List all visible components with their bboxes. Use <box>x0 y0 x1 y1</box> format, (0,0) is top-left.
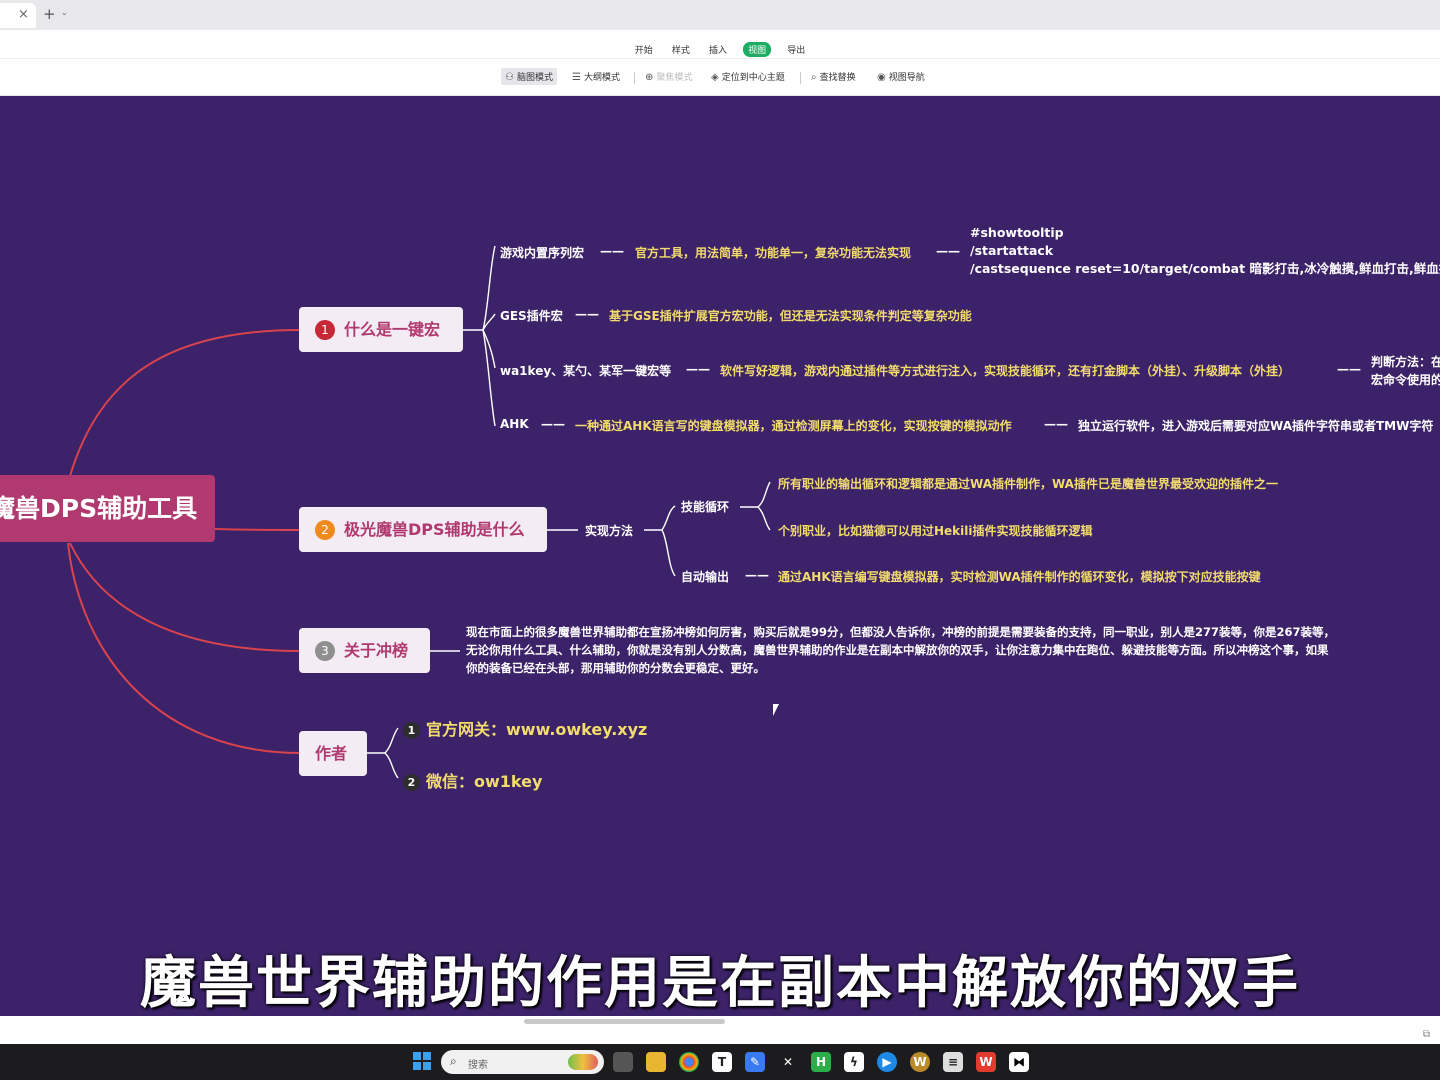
feishu-icon[interactable]: ✎ <box>745 1052 765 1072</box>
typora-icon[interactable]: T <box>712 1052 732 1072</box>
connector-dash: —— <box>1044 417 1068 431</box>
branch-wa1key[interactable]: wa1key、某勺、某军一键宏等 <box>500 364 672 378</box>
view-toolbar: ⚇脑图模式 ☰大纲模式 ⊕聚焦模式 ◈定位到中心主题 ⌕查找替换 ◉视图导航 <box>0 59 1440 96</box>
wa1key-desc[interactable]: 软件写好逻辑，游戏内通过插件等方式进行注入，实现技能循环，还有打金脚本（外挂）、… <box>720 364 1291 378</box>
connector-lines <box>67 245 771 779</box>
capcut-icon[interactable]: ⧓ <box>1009 1052 1029 1072</box>
eye-icon: ◉ <box>877 72 886 83</box>
connector-dash: —— <box>686 362 710 376</box>
toolbar-divider <box>800 72 801 84</box>
menu-start[interactable]: 开始 <box>634 46 653 56</box>
gse-macro-desc[interactable]: 基于GSE插件扩展官方宏功能，但还是无法实现条件判定等复杂功能 <box>609 309 972 323</box>
bilibili-icon[interactable]: ▶ <box>877 1052 897 1072</box>
menu-insert[interactable]: 插入 <box>708 46 727 56</box>
skill-cycle-note-wa[interactable]: 所有职业的输出循环和逻辑都是通过WA插件制作，WA插件已是魔兽世界最受欢迎的插件… <box>778 477 1278 491</box>
bottom-status-bar: ⧉ <box>0 1016 1440 1044</box>
auto-output-note[interactable]: 通过AHK语言编写键盘模拟器，实时检测WA插件制作的循环变化，模拟按下对应技能按… <box>778 570 1261 584</box>
topic-number-badge: 1 <box>315 319 335 340</box>
judge-method-line2[interactable]: 宏命令使用的 <box>1371 373 1440 387</box>
root-to-author-line <box>67 542 301 754</box>
taskbar-search-box[interactable]: ⌕ 搜索 <box>441 1050 604 1074</box>
wps-icon[interactable]: W <box>976 1052 996 1072</box>
branch-gse-macro[interactable]: GES插件宏 <box>500 309 563 323</box>
active-tab[interactable]: × <box>0 3 36 28</box>
chrome-icon[interactable] <box>679 1052 699 1072</box>
menu-bar: 开始 样式 插入 视图 导出 <box>0 30 1440 59</box>
search-icon: ⌕ <box>811 72 817 83</box>
search-icon: ⌕ <box>450 1054 457 1068</box>
task-view-icon[interactable] <box>613 1052 633 1072</box>
find-replace-button[interactable]: ⌕查找替换 <box>811 72 856 83</box>
connector-dash: —— <box>745 568 769 582</box>
connector-dash: —— <box>575 307 599 321</box>
branch-ahk[interactable]: AHK <box>500 417 529 431</box>
toolbar-divider <box>634 72 635 84</box>
xmind-icon[interactable]: ✕ <box>782 1055 794 1069</box>
topic-number-badge: 2 <box>315 519 335 540</box>
menu-view[interactable]: 视图 <box>743 42 772 57</box>
macro-code-block[interactable]: #showtooltip /startattack /castsequence … <box>970 225 1440 276</box>
app-icon[interactable]: ϟ <box>844 1052 864 1072</box>
windows-start-icon[interactable] <box>412 1052 432 1072</box>
central-topic[interactable]: 魔兽DPS辅助工具 <box>0 475 215 542</box>
judge-method-line1[interactable]: 判断方法：在 <box>1371 355 1440 369</box>
chevron-down-icon[interactable]: ⌄ <box>61 8 68 17</box>
root-to-topic3-line <box>69 542 301 652</box>
search-highlight-icon <box>568 1054 598 1070</box>
root-to-topic2-line <box>214 528 301 531</box>
media-icon[interactable]: ≡ <box>943 1052 963 1072</box>
item-number-badge: 2 <box>403 774 420 791</box>
view-navigation-button[interactable]: ◉视图导航 <box>877 72 925 83</box>
connector-dash: —— <box>936 244 960 258</box>
mouse-cursor-icon <box>773 704 779 716</box>
skill-cycle-note-hekili[interactable]: 个别职业，比如猫德可以用过Hekili插件实现技能循环逻辑 <box>778 524 1093 538</box>
new-tab-icon[interactable]: + <box>43 5 56 23</box>
file-explorer-icon[interactable] <box>646 1052 666 1072</box>
focus-mode-button[interactable]: ⊕聚焦模式 <box>645 72 693 83</box>
locate-icon: ◈ <box>711 72 719 83</box>
menu-export[interactable]: 导出 <box>787 46 806 56</box>
horizontal-scrollbar[interactable] <box>524 1019 725 1024</box>
branch-builtin-macro[interactable]: 游戏内置序列宏 <box>500 246 585 260</box>
close-tab-icon[interactable]: × <box>18 7 29 22</box>
menu-style[interactable]: 样式 <box>671 46 690 56</box>
topic-number-badge: 3 <box>315 640 335 661</box>
windows-taskbar: ⌕ 搜索 T ✎ ✕ H ϟ ▶ W ≡ W ⧓ <box>0 1044 1440 1080</box>
connector-dash: —— <box>541 417 565 431</box>
mindmap-mode-button[interactable]: ⚇脑图模式 <box>501 68 557 85</box>
ahk-desc[interactable]: 一种通过AHK语言写的键盘模拟器，通过检测屏幕上的变化，实现按键的模拟动作 <box>575 419 1012 433</box>
item-number-badge: 1 <box>403 722 420 739</box>
resize-icon[interactable]: ⧉ <box>1422 1029 1430 1040</box>
topic-author[interactable]: 作者 <box>299 731 367 776</box>
outline-mode-button[interactable]: ☰大纲模式 <box>572 72 620 83</box>
connector-dash: —— <box>1337 362 1361 376</box>
browser-tab-bar: × + ⌄ <box>0 0 1440 30</box>
video-subtitle: 魔兽世界辅助的作用是在副本中解放你的双手 <box>140 951 1300 1016</box>
builtin-macro-desc[interactable]: 官方工具，用法简单，功能单一，复杂功能无法实现 <box>635 246 912 260</box>
root-to-topic1-line <box>69 329 301 477</box>
branch-auto-output[interactable]: 自动输出 <box>681 570 730 584</box>
connector-dash: —— <box>600 244 624 258</box>
focus-icon: ⊕ <box>645 72 654 83</box>
ahk-standalone-note[interactable]: 独立运行软件，进入游戏后需要对应WA插件字符串或者TMW字符 <box>1078 419 1434 433</box>
mindmap-icon: ⚇ <box>505 72 514 83</box>
list-icon: ☰ <box>572 72 581 83</box>
wow-icon[interactable]: W <box>910 1052 930 1072</box>
branch-method[interactable]: 实现方法 <box>585 524 634 538</box>
locate-center-button[interactable]: ◈定位到中心主题 <box>711 72 785 83</box>
ranking-paragraph[interactable]: 现在市面上的很多魔兽世界辅助都在宣扬冲榜如何厉害，购买后就是99分，但都没人告诉… <box>466 625 1336 675</box>
hbuilder-icon[interactable]: H <box>811 1052 831 1072</box>
branch-skill-cycle[interactable]: 技能循环 <box>681 500 730 514</box>
